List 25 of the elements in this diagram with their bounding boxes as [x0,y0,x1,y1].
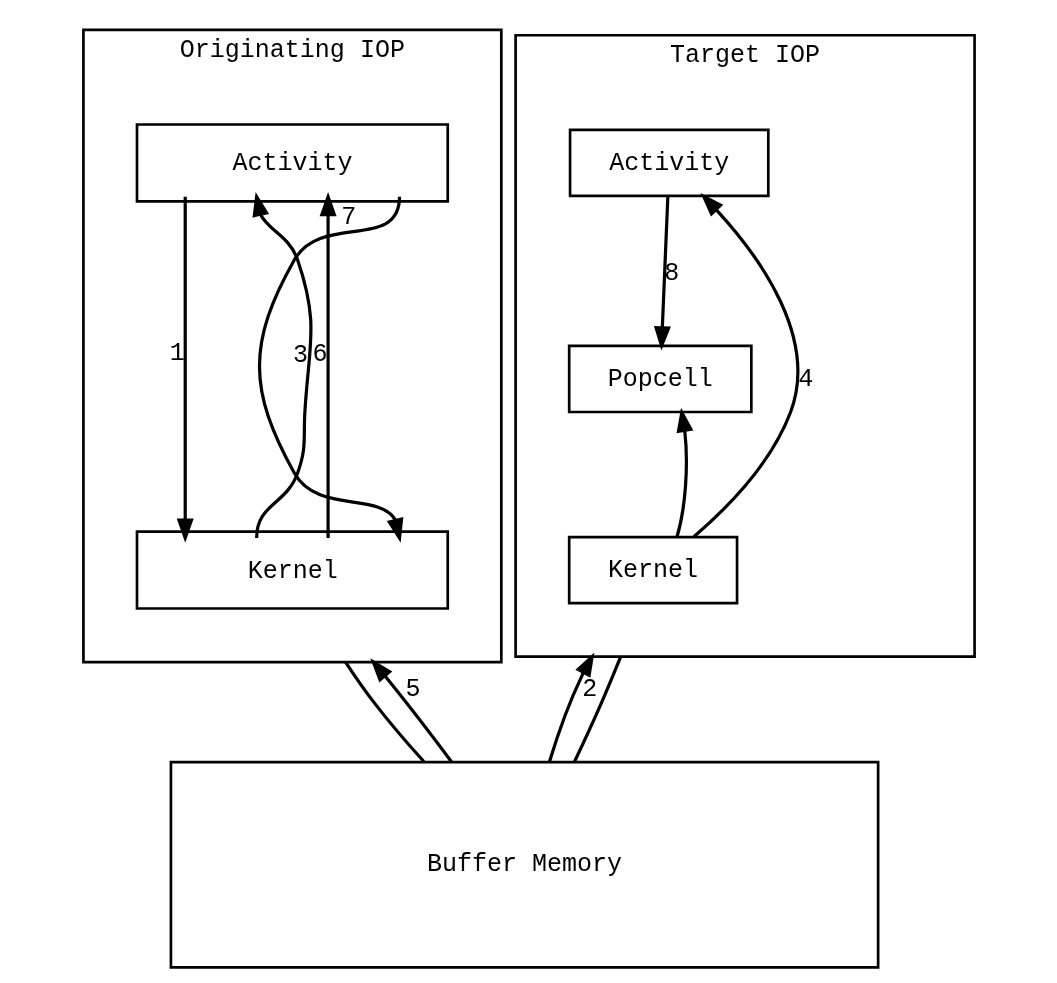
arrow [674,407,693,538]
edge-label: 8 [663,259,679,289]
connector [572,656,622,763]
edge-label: 3 [292,340,308,370]
arrow [319,191,337,538]
edge-label: 7 [340,203,356,233]
edge-label: 1 [169,339,185,369]
node-box: Kernel [567,535,738,605]
arrow [653,196,671,351]
arrow [369,658,453,763]
node-box: Kernel [135,530,449,610]
edge-label: 5 [404,675,420,705]
connector [343,661,425,763]
edge-label: 4 [797,364,813,394]
arrow [692,193,799,538]
node-box: Activity [135,123,449,203]
arrow [257,196,403,543]
node-box: Buffer Memory [169,760,879,969]
arrow [176,196,194,543]
node-box: Popcell [567,344,753,414]
node-box: Activity [568,128,770,198]
edge-label: 2 [581,675,597,705]
arrow [251,192,313,539]
arrow [547,652,594,763]
edge-label: 6 [312,340,328,370]
